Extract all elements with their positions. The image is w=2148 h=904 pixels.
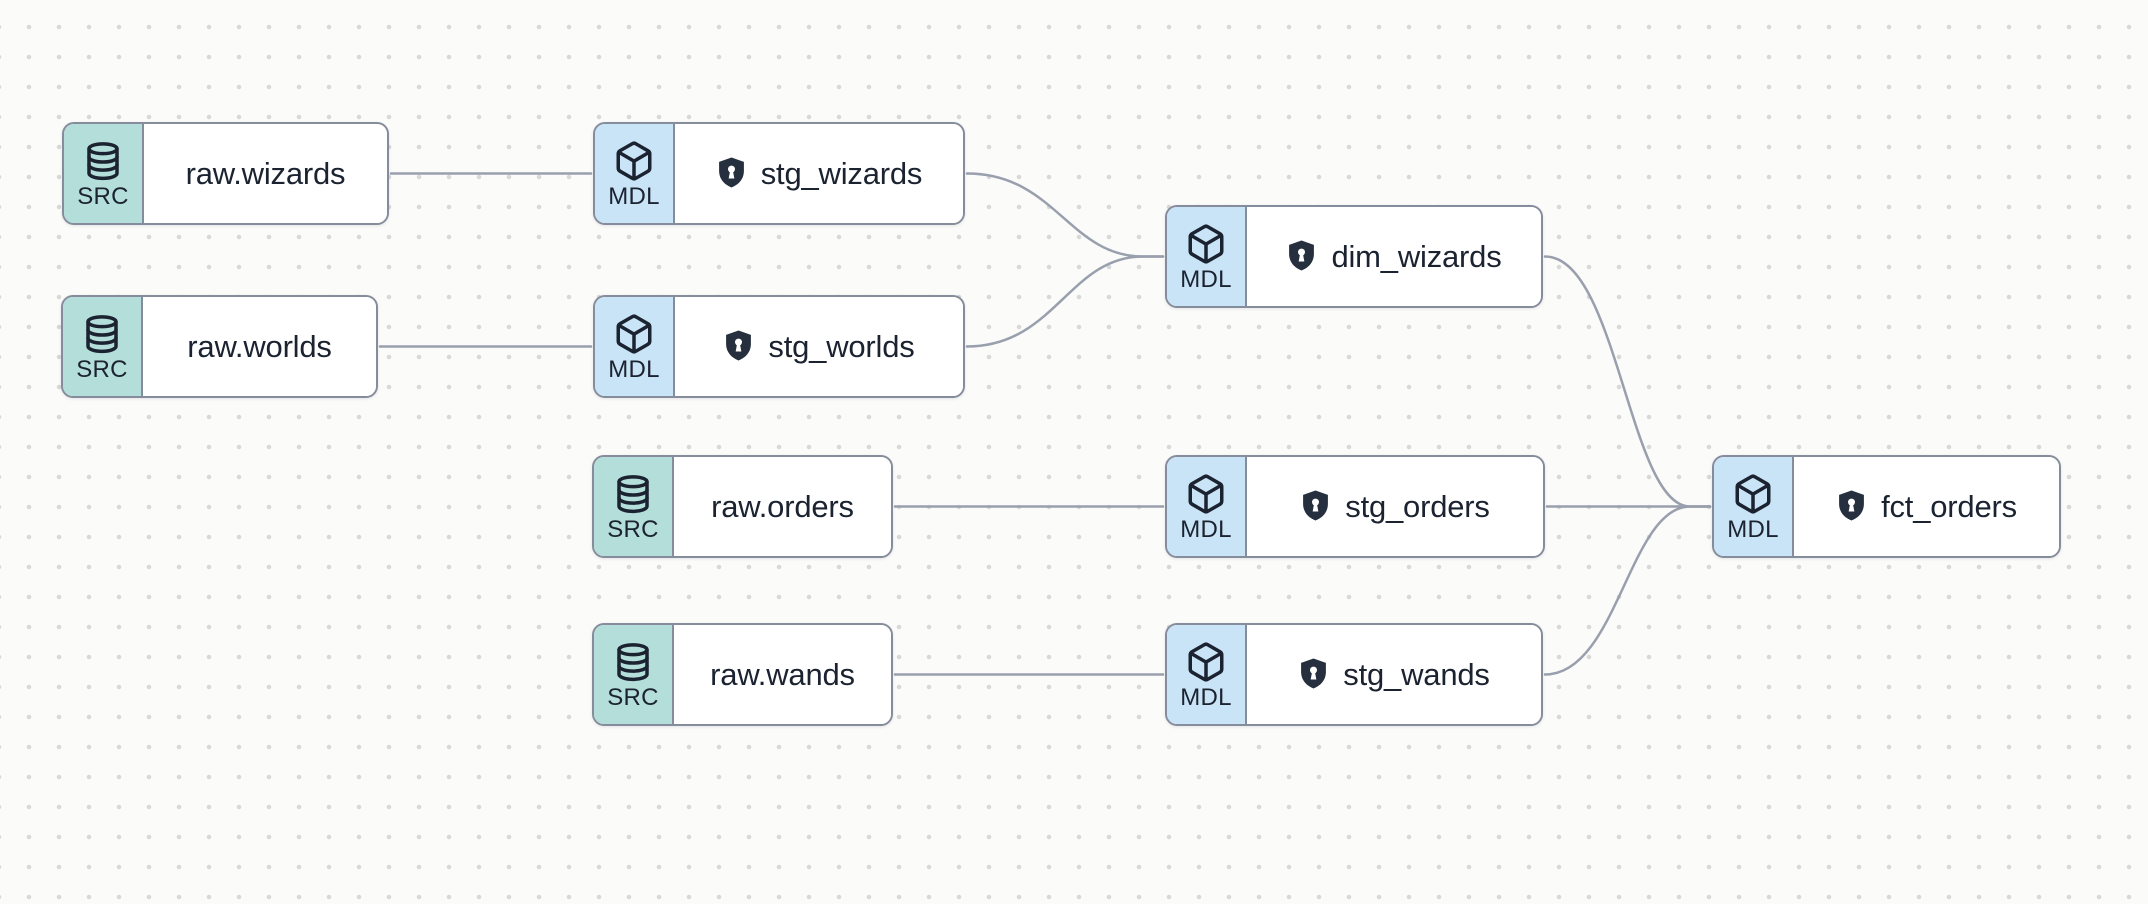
- node-type-label: SRC: [77, 182, 129, 210]
- edge-stg_wands-to-fct_orders: [1543, 505, 1712, 676]
- edge-stg_worlds-to-dim_wizards: [965, 255, 1165, 348]
- shield-icon: [1286, 239, 1317, 274]
- node-stg_worlds[interactable]: MDL stg_worlds: [593, 295, 965, 398]
- node-label: raw.wizards: [185, 155, 346, 191]
- node-body: stg_orders: [1247, 457, 1543, 556]
- node-type-label: MDL: [1727, 515, 1779, 543]
- node-body: stg_wands: [1247, 625, 1541, 724]
- node-body: dim_wizards: [1247, 207, 1541, 306]
- node-raw.wands[interactable]: SRC raw.wands: [592, 623, 893, 726]
- node-raw.orders[interactable]: SRC raw.orders: [592, 455, 893, 558]
- node-type-label: MDL: [608, 355, 660, 383]
- node-label: stg_wands: [1343, 656, 1490, 692]
- cube-icon: [1184, 222, 1228, 266]
- node-type-badge: MDL: [595, 124, 675, 223]
- cube-icon: [1731, 472, 1775, 516]
- node-stg_orders[interactable]: MDL stg_orders: [1165, 455, 1545, 558]
- edge-stg_wizards-to-dim_wizards: [965, 172, 1165, 258]
- node-type-label: MDL: [1180, 265, 1232, 293]
- cube-icon: [612, 312, 656, 356]
- database-icon: [80, 312, 124, 356]
- node-type-badge: MDL: [595, 297, 675, 396]
- cube-icon: [612, 139, 656, 183]
- node-label: stg_orders: [1345, 488, 1490, 524]
- node-fct_orders[interactable]: MDL fct_orders: [1712, 455, 2061, 558]
- node-type-label: MDL: [1180, 683, 1232, 711]
- node-type-label: MDL: [608, 182, 660, 210]
- node-body: stg_worlds: [675, 297, 963, 396]
- node-type-label: MDL: [1180, 515, 1232, 543]
- shield-icon: [716, 156, 747, 191]
- node-type-badge: MDL: [1167, 457, 1247, 556]
- node-label: raw.wands: [710, 656, 855, 692]
- node-stg_wizards[interactable]: MDL stg_wizards: [593, 122, 965, 225]
- node-raw.worlds[interactable]: SRC raw.worlds: [61, 295, 378, 398]
- node-type-badge: SRC: [594, 625, 674, 724]
- shield-icon: [723, 329, 754, 364]
- cube-icon: [1184, 472, 1228, 516]
- node-label: raw.worlds: [187, 328, 332, 364]
- node-label: fct_orders: [1881, 488, 2017, 524]
- node-type-label: SRC: [607, 515, 659, 543]
- node-label: dim_wizards: [1331, 238, 1502, 274]
- node-type-label: SRC: [76, 355, 128, 383]
- shield-icon: [1298, 657, 1329, 692]
- database-icon: [611, 640, 655, 684]
- node-label: stg_wizards: [760, 155, 923, 191]
- node-body: fct_orders: [1794, 457, 2059, 556]
- node-body: raw.worlds: [143, 297, 376, 396]
- node-stg_wands[interactable]: MDL stg_wands: [1165, 623, 1543, 726]
- node-type-badge: SRC: [64, 124, 144, 223]
- database-icon: [611, 472, 655, 516]
- node-raw.wizards[interactable]: SRC raw.wizards: [62, 122, 389, 225]
- node-body: raw.wizards: [144, 124, 387, 223]
- node-type-badge: MDL: [1714, 457, 1794, 556]
- database-icon: [81, 139, 125, 183]
- node-type-badge: MDL: [1167, 207, 1247, 306]
- node-type-badge: SRC: [63, 297, 143, 396]
- edge-dim_wizards-to-fct_orders: [1543, 255, 1712, 508]
- node-type-label: SRC: [607, 683, 659, 711]
- node-body: stg_wizards: [675, 124, 963, 223]
- shield-icon: [1836, 489, 1867, 524]
- shield-icon: [1300, 489, 1331, 524]
- node-body: raw.orders: [674, 457, 891, 556]
- node-label: raw.orders: [711, 488, 854, 524]
- node-label: stg_worlds: [768, 328, 915, 364]
- node-body: raw.wands: [674, 625, 891, 724]
- node-dim_wizards[interactable]: MDL dim_wizards: [1165, 205, 1543, 308]
- cube-icon: [1184, 640, 1228, 684]
- node-type-badge: SRC: [594, 457, 674, 556]
- node-type-badge: MDL: [1167, 625, 1247, 724]
